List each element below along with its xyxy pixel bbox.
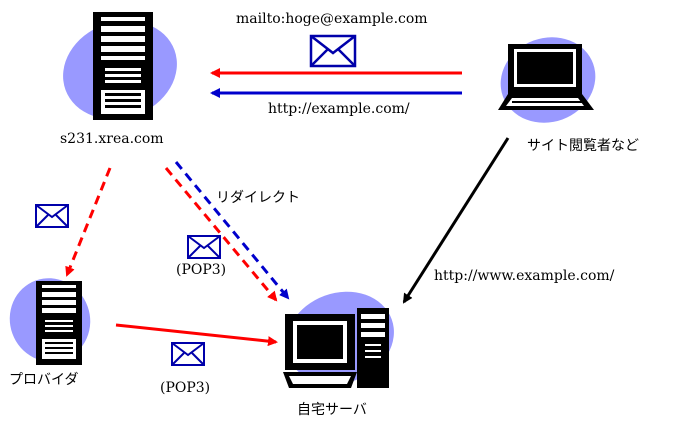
visitor-laptop-label: サイト閲覧者など: [527, 138, 639, 154]
mail-icon-pop3-provider: [171, 342, 205, 366]
visitor-laptop-icon: [498, 44, 594, 110]
http-www-label: http://www.example.com/: [434, 268, 615, 284]
pop3-xrea-to-home-label: (POP3): [176, 262, 227, 278]
mail-icon-pop3-xrea: [187, 235, 221, 259]
provider-server-icon: [36, 281, 82, 365]
xrea-server-label: s231.xrea.com: [60, 131, 164, 147]
pop3-xrea-to-home-arrow: [164, 167, 278, 302]
xrea-to-provider-arrow: [65, 167, 112, 277]
home-server-label: 自宅サーバ: [297, 402, 367, 418]
pop3-provider-to-home-arrow: [115, 323, 278, 347]
redirect-label: リダイレクト: [216, 190, 300, 206]
mail-icon-mailto: [309, 34, 357, 68]
provider-server-label: プロバイダ: [9, 372, 79, 388]
http-www-arrow: [402, 137, 510, 304]
mailto-label: mailto:hoge@example.com: [236, 11, 428, 27]
pop3-provider-to-home-label: (POP3): [160, 380, 211, 396]
xrea-server-icon: [93, 12, 153, 120]
home-server-icon: [283, 308, 389, 388]
http-site-label: http://example.com/: [268, 101, 410, 117]
mail-icon-provider: [35, 204, 69, 228]
